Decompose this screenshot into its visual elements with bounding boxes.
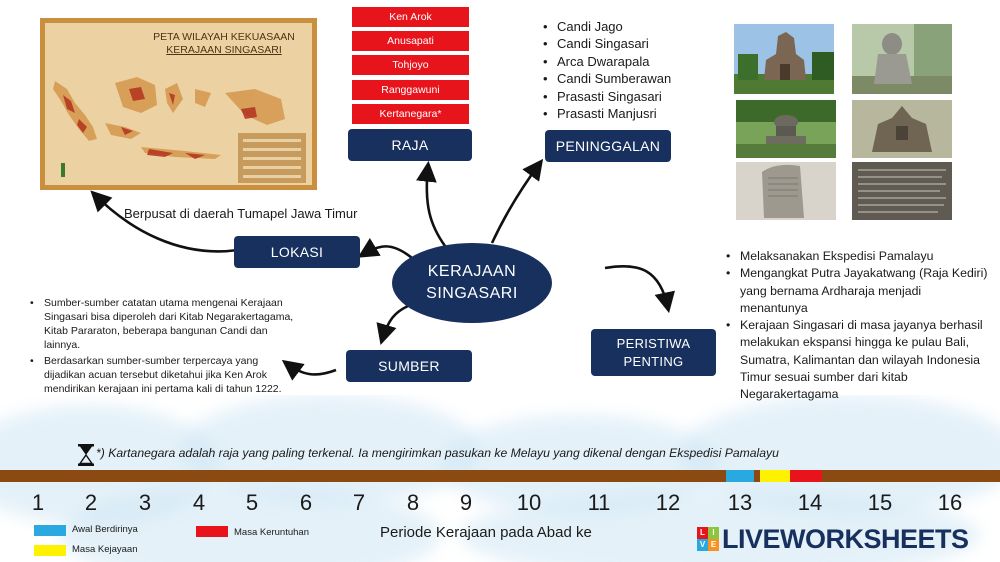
century-label: 3 bbox=[138, 490, 152, 515]
arrow-to-map bbox=[90, 190, 239, 253]
arrow-to-raja bbox=[416, 160, 447, 247]
timeline-bar bbox=[0, 470, 1000, 482]
raja-item-2: Tohjoyo bbox=[352, 55, 469, 75]
center-title-line1: KERAJAAN bbox=[427, 263, 517, 280]
peninggalan-item: Arca Dwarapala bbox=[543, 53, 723, 71]
century-label: 5 bbox=[245, 490, 259, 515]
century-label: 10 bbox=[516, 490, 542, 515]
century-label: 12 bbox=[655, 490, 681, 515]
century-label: 11 bbox=[587, 490, 611, 515]
century-label: 9 bbox=[459, 490, 473, 515]
background-wash bbox=[0, 395, 1000, 562]
legend-label-awal: Awal Berdirinya bbox=[72, 524, 138, 535]
lokasi-text: Berpusat di daerah Tumapel Jawa Timur bbox=[124, 206, 358, 221]
century-label: 13 bbox=[727, 490, 753, 515]
legend-label-keruntuhan: Masa Keruntuhan bbox=[234, 527, 309, 538]
century-label: 4 bbox=[192, 490, 206, 515]
brand-logo-letter: V bbox=[697, 539, 708, 551]
arrow-to-lokasi bbox=[357, 237, 413, 260]
map-illustration bbox=[53, 77, 285, 177]
arrow-to-peristiwa bbox=[604, 264, 675, 314]
timeline-awal-segment bbox=[726, 470, 754, 482]
photo-prasasti-singasari bbox=[736, 162, 836, 232]
sumber-label: SUMBER bbox=[346, 350, 472, 382]
photo-arca-dwarapala bbox=[852, 24, 952, 94]
sumber-bullet: Berdasarkan sumber-sumber terpercaya yan… bbox=[30, 354, 300, 396]
century-label: 2 bbox=[84, 490, 98, 515]
footnote: *) Kartanegara adalah raja yang paling t… bbox=[96, 446, 779, 460]
peristiwa-label: PERISTIWA PENTING bbox=[591, 329, 716, 376]
peninggalan-item: Prasasti Singasari bbox=[543, 88, 723, 106]
brand-logo: L I V E bbox=[697, 527, 719, 551]
timeline-kejayaan-segment bbox=[760, 470, 790, 482]
hourglass-icon bbox=[78, 444, 94, 466]
raja-item-0: Ken Arok bbox=[352, 7, 469, 27]
peninggalan-item: Candi Jago bbox=[543, 18, 723, 36]
timeline-caption: Periode Kerajaan pada Abad ke bbox=[380, 524, 592, 541]
peristiwa-bullet: Mengangkat Putra Jayakatwang (Raja Kedir… bbox=[726, 265, 988, 317]
brand-logo-letter: E bbox=[708, 539, 719, 551]
century-label: 14 bbox=[797, 490, 823, 515]
peristiwa-list: Melaksanakan Ekspedisi Pamalayu Mengangk… bbox=[726, 248, 988, 404]
map-title-line2: KERAJAAN SINGASARI bbox=[166, 44, 282, 56]
brand-name[interactable]: LIVEWORKSHEETS bbox=[722, 524, 969, 554]
legend-label-kejayaan: Masa Kejayaan bbox=[72, 544, 138, 555]
peninggalan-list: Candi Jago Candi Singasari Arca Dwarapal… bbox=[543, 18, 723, 123]
peristiwa-bullet: Kerajaan Singasari di masa jayanya berha… bbox=[726, 317, 988, 403]
century-label: 6 bbox=[299, 490, 313, 515]
century-label: 7 bbox=[352, 490, 366, 515]
century-label: 15 bbox=[867, 490, 893, 515]
brand-logo-letter: I bbox=[708, 527, 719, 539]
lokasi-label: LOKASI bbox=[234, 236, 360, 268]
photo-candi-sumberawan bbox=[736, 100, 836, 170]
kingdom-map: PETA WILAYAH KEKUASAAN KERAJAAN SINGASAR… bbox=[40, 18, 317, 190]
sumber-bullet: Sumber-sumber catatan utama mengenai Ker… bbox=[30, 296, 300, 352]
brand-logo-letter: L bbox=[697, 527, 708, 539]
sumber-list: Sumber-sumber catatan utama mengenai Ker… bbox=[30, 296, 300, 396]
century-label: 1 bbox=[31, 490, 45, 515]
legend-swatch-kejayaan bbox=[34, 545, 66, 556]
center-node: KERAJAAN SINGASARI bbox=[392, 243, 552, 323]
photo-candi-singasari bbox=[852, 100, 952, 170]
arrow-to-peninggalan bbox=[490, 158, 544, 244]
photo-candi-jago bbox=[734, 24, 834, 94]
map-legend bbox=[238, 133, 306, 183]
raja-label: RAJA bbox=[348, 129, 472, 161]
peristiwa-bullet: Melaksanakan Ekspedisi Pamalayu bbox=[726, 248, 988, 266]
raja-item-3: Ranggawuni bbox=[352, 80, 469, 100]
peristiwa-label-line2: PENTING bbox=[623, 353, 684, 369]
century-label: 16 bbox=[937, 490, 963, 515]
peninggalan-item: Candi Singasari bbox=[543, 35, 723, 53]
raja-item-4: Kertanegara* bbox=[352, 104, 469, 124]
photo-prasasti-manjusri bbox=[852, 162, 952, 232]
legend-swatch-keruntuhan bbox=[196, 526, 228, 537]
peristiwa-label-line1: PERISTIWA bbox=[616, 335, 691, 351]
raja-item-1: Anusapati bbox=[352, 31, 469, 51]
map-title: PETA WILAYAH KEKUASAAN KERAJAAN SINGASAR… bbox=[144, 31, 304, 57]
century-label: 8 bbox=[406, 490, 420, 515]
center-title-line2: SINGASARI bbox=[426, 285, 518, 302]
peninggalan-item: Candi Sumberawan bbox=[543, 70, 723, 88]
arrow-to-sumber bbox=[376, 304, 409, 345]
peninggalan-label: PENINGGALAN bbox=[545, 130, 671, 162]
peninggalan-item: Prasasti Manjusri bbox=[543, 105, 723, 123]
legend-swatch-awal bbox=[34, 525, 66, 536]
map-title-line1: PETA WILAYAH KEKUASAAN bbox=[153, 31, 295, 43]
timeline-keruntuhan-segment bbox=[790, 470, 822, 482]
